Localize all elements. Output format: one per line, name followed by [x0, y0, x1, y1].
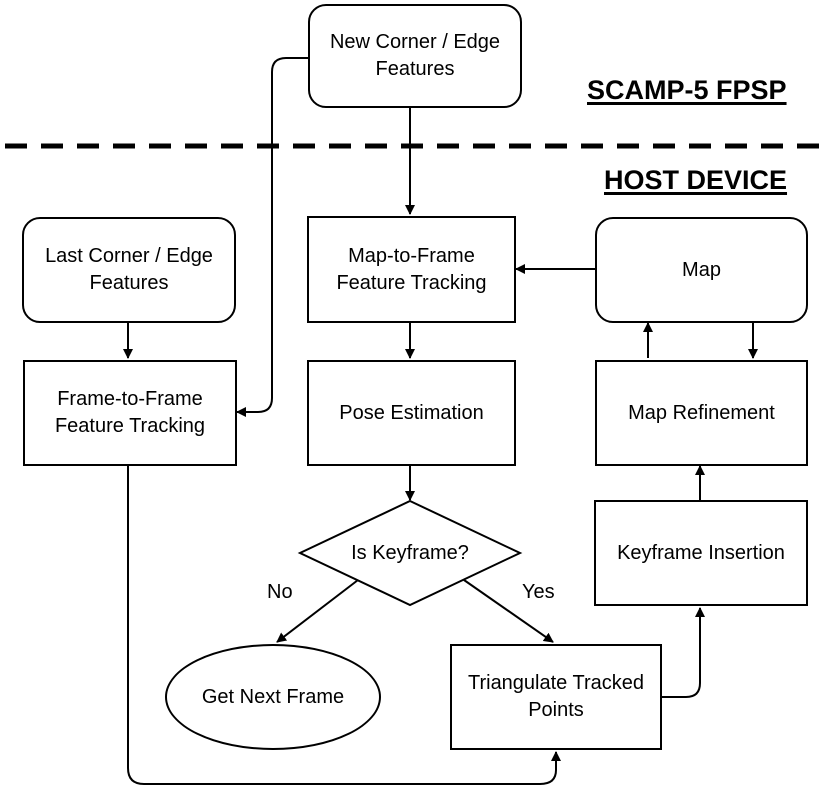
edge-is-keyframe-no	[276, 579, 359, 643]
node-new-corner-edge-features: New Corner / Edge Features	[308, 4, 522, 108]
node-map-to-frame-tracking: Map-to-Frame Feature Tracking	[307, 216, 516, 323]
node-get-next-frame: Get Next Frame	[165, 644, 381, 750]
heading-scamp5-fpsp: SCAMP-5 FPSP	[587, 75, 787, 105]
edge-label-yes: Yes	[522, 581, 555, 603]
edge-is-keyframe-yes	[463, 579, 554, 643]
node-keyframe-insertion: Keyframe Insertion	[594, 500, 808, 606]
edge-new-features-to-frame-to-frame	[236, 57, 308, 417]
node-frame-to-frame-tracking: Frame-to-Frame Feature Tracking	[23, 360, 237, 466]
node-map: Map	[595, 217, 808, 323]
node-triangulate-tracked-points: Triangulate Tracked Points	[450, 644, 662, 750]
heading-host-device: HOST DEVICE	[604, 165, 788, 195]
is-keyframe-diamond	[297, 499, 523, 607]
node-last-corner-edge-features: Last Corner / Edge Features	[22, 217, 236, 323]
edge-frame-to-frame-to-triangulate	[127, 466, 561, 785]
edge-triangulate-to-keyframe-insertion	[662, 607, 705, 698]
node-pose-estimation: Pose Estimation	[307, 360, 516, 466]
is-keyframe-label: Is Keyframe?	[351, 542, 469, 564]
edge-label-no: No	[267, 581, 293, 603]
node-map-refinement: Map Refinement	[595, 360, 808, 466]
